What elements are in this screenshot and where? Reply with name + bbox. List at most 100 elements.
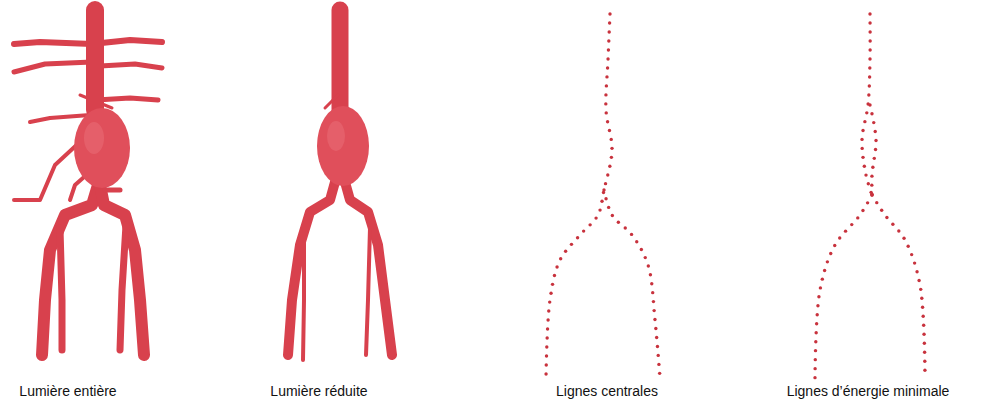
aneurysm-sac: [317, 106, 369, 186]
path-dot: [649, 273, 652, 276]
path-dot: [657, 354, 660, 357]
track-guide: [872, 195, 925, 378]
path-dot: [545, 345, 548, 348]
path-dot: [640, 248, 643, 251]
path-dot: [861, 156, 864, 159]
centerline-dots: [544, 12, 926, 379]
path-dot: [608, 129, 611, 132]
path-dot: [624, 226, 627, 229]
path-dot: [606, 173, 609, 176]
path-dot: [605, 84, 608, 87]
panel-caption: Lignes d’énergie minimale: [787, 382, 950, 400]
path-dot: [856, 216, 859, 219]
path-dot: [544, 372, 547, 375]
path-dot: [604, 93, 607, 96]
path-dot: [548, 300, 551, 303]
path-dot: [897, 229, 900, 232]
path-dot: [866, 201, 869, 204]
path-dot: [553, 274, 556, 277]
path-dot: [910, 253, 913, 256]
track-guide: [546, 14, 612, 378]
path-dot: [651, 291, 654, 294]
path-dot: [871, 166, 874, 169]
path-dot: [915, 270, 918, 273]
path-dot: [868, 21, 871, 24]
path-dot: [838, 236, 841, 239]
whole-lumen-model: [14, 10, 162, 355]
path-dot: [555, 265, 558, 268]
path-dot: [844, 229, 847, 232]
path-dot: [610, 147, 613, 150]
path-dot: [598, 208, 601, 211]
path-dot: [874, 139, 877, 142]
path-dot: [873, 157, 876, 160]
path-dot: [826, 260, 829, 263]
path-dot: [921, 306, 924, 309]
aneurysm-highlight: [84, 122, 104, 154]
path-dot: [814, 340, 817, 343]
panel-caption: Lumière réduite: [270, 382, 367, 400]
path-dot: [594, 216, 597, 219]
path-dot: [917, 279, 920, 282]
path-dot: [605, 75, 608, 78]
path-dot: [607, 206, 610, 209]
path-dot: [864, 173, 867, 176]
path-dot: [644, 256, 647, 259]
path-dot: [604, 182, 607, 185]
path-dot: [547, 309, 550, 312]
path-dot: [559, 257, 562, 260]
path-dot: [868, 48, 871, 51]
path-dot: [868, 39, 871, 42]
aneurysm-highlight: [327, 121, 345, 151]
path-dot: [865, 111, 868, 114]
path-dot: [647, 264, 650, 267]
reduced-lumen-model: [288, 10, 392, 360]
path-dot: [920, 297, 923, 300]
path-dot: [656, 345, 659, 348]
path-dot: [604, 197, 607, 200]
path-dot: [576, 236, 579, 239]
path-dot: [610, 156, 613, 159]
path-dot: [885, 216, 888, 219]
path-dot: [608, 12, 611, 15]
path-dot: [608, 30, 611, 33]
path-dot: [635, 240, 638, 243]
path-dot: [816, 304, 819, 307]
path-dot: [546, 327, 549, 330]
path-dot: [867, 93, 870, 96]
path-dot: [870, 183, 873, 186]
path-dot: [923, 342, 926, 345]
path-dot: [814, 331, 817, 334]
path-dot: [873, 130, 876, 133]
path-dot: [868, 12, 871, 15]
path-dot: [874, 148, 877, 151]
track-guide: [862, 14, 872, 195]
path-dot: [815, 322, 818, 325]
track-guide: [815, 195, 872, 378]
path-dot: [863, 165, 866, 168]
path-dot: [860, 138, 863, 141]
path-dot: [821, 277, 824, 280]
aneurysm-sac: [74, 108, 130, 188]
path-dot: [923, 369, 926, 372]
path-dot: [913, 261, 916, 264]
path-dot: [588, 223, 591, 226]
path-dot: [549, 292, 552, 295]
path-dot: [545, 354, 548, 357]
path-dot: [868, 75, 871, 78]
path-dot: [891, 223, 894, 226]
path-dot: [922, 324, 925, 327]
path-dot: [870, 192, 873, 195]
path-dot: [813, 367, 816, 370]
path-dot: [861, 209, 864, 212]
path-dot: [606, 57, 609, 60]
path-dot: [600, 200, 603, 203]
path-dot: [604, 102, 607, 105]
path-dot: [545, 363, 548, 366]
path-dot: [868, 57, 871, 60]
panel-caption: Lumière entière: [19, 382, 116, 400]
panel-caption: Lignes centrales: [556, 382, 658, 400]
path-dot: [816, 313, 819, 316]
path-dot: [607, 39, 610, 42]
